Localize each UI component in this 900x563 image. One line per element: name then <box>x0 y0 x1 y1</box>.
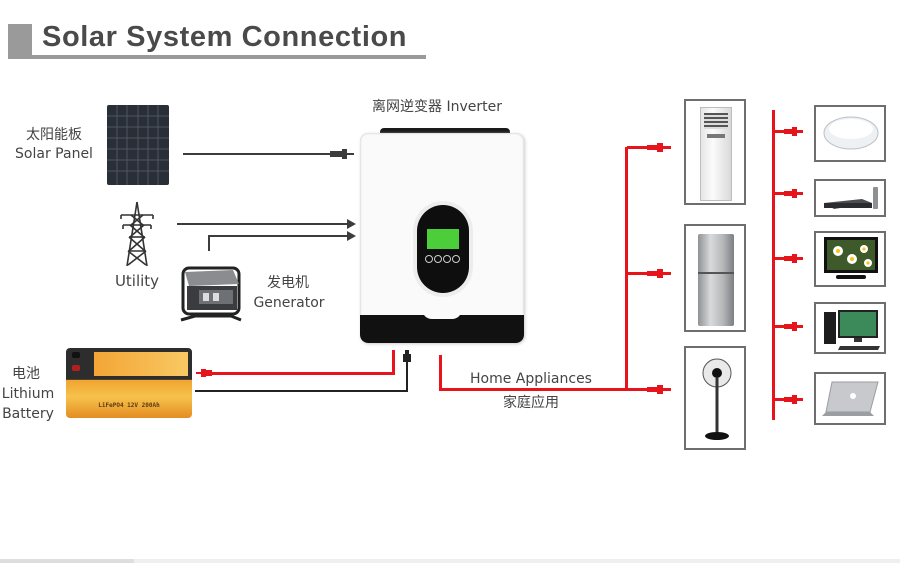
generator-label-en: Generator <box>253 295 325 311</box>
arrow-right-icon <box>347 231 356 241</box>
appliance-refrigerator <box>684 224 746 332</box>
inverter-button[interactable] <box>443 255 451 263</box>
lithium-battery: LiFePO4 12V 200Ah <box>66 348 192 418</box>
lcd-display <box>427 229 459 249</box>
battery-label-en-line1: Lithium <box>1 386 55 402</box>
generator-input-wire-vertical <box>208 235 210 251</box>
plug-icon <box>627 143 671 152</box>
plug-icon <box>774 395 803 404</box>
utility-input-wire <box>177 223 351 225</box>
appliance-desktop-computer <box>814 302 886 354</box>
generator-icon <box>180 266 242 322</box>
battery-negative-wire <box>195 390 408 392</box>
battery-positive-wire-vertical <box>392 350 395 374</box>
header-underline <box>8 55 426 59</box>
battery-model-text: LiFePO4 12V 200Ah <box>98 402 160 409</box>
home-appliances-label-en: Home Appliances <box>470 371 592 387</box>
laptop-icon <box>822 381 879 416</box>
appliance-bus-right <box>772 110 775 420</box>
header-accent-bar <box>8 24 32 58</box>
appliance-television <box>814 231 886 287</box>
battery-terminal <box>72 365 80 371</box>
battery-label-cn: 电池 <box>12 366 40 382</box>
battery-positive-wire <box>206 372 395 375</box>
inverter-button[interactable] <box>425 255 433 263</box>
plug-icon <box>774 254 803 263</box>
inverter-body <box>360 133 524 343</box>
utility-tower-icon <box>120 201 154 267</box>
inverter-mount-bracket <box>380 128 510 136</box>
plug-icon <box>403 350 411 362</box>
solar-panel-label-en: Solar Panel <box>15 146 93 162</box>
desktop-computer-icon <box>824 310 880 350</box>
inverter-label: 离网逆变器 Inverter <box>372 99 502 115</box>
appliance-dvd-player <box>814 179 886 217</box>
battery-negative-wire-vertical <box>406 352 408 392</box>
refrigerator-icon <box>698 234 734 326</box>
inverter-button[interactable] <box>452 255 460 263</box>
plug-icon <box>774 127 803 136</box>
inverter-button[interactable] <box>434 255 442 263</box>
air-conditioner-icon <box>700 107 732 201</box>
inverter-base <box>360 315 524 343</box>
appliance-laptop <box>814 372 886 425</box>
horizontal-scrollbar-thumb[interactable] <box>0 559 134 563</box>
plug-icon <box>627 269 671 278</box>
ceiling-light-icon <box>823 116 879 150</box>
appliance-air-conditioner <box>684 99 746 205</box>
solar-panel-label-cn: 太阳能板 <box>26 127 82 143</box>
ac-output-wire <box>439 388 651 391</box>
plug-icon <box>627 385 671 394</box>
solar-input-wire <box>183 153 338 155</box>
inverter-control-panel <box>417 205 469 293</box>
generator-input-wire <box>208 235 351 237</box>
appliance-bus-left <box>625 147 628 391</box>
dvd-player-icon <box>824 187 878 209</box>
plug-icon <box>774 189 803 198</box>
arrow-right-icon <box>347 219 356 229</box>
television-icon <box>824 237 878 279</box>
page-title: Solar System Connection <box>42 21 408 53</box>
plug-icon <box>774 322 803 331</box>
utility-label: Utility <box>114 272 160 290</box>
generator-label-cn: 发电机 <box>267 275 309 291</box>
plug-icon <box>330 149 354 159</box>
home-appliances-label-cn: 家庭应用 <box>503 395 559 411</box>
solar-panel-icon <box>107 105 169 185</box>
appliance-standing-fan <box>684 346 746 450</box>
battery-label-en-line2: Battery <box>2 406 54 422</box>
appliance-ceiling-light <box>814 105 886 162</box>
plug-icon <box>196 369 212 377</box>
standing-fan-icon <box>702 358 732 440</box>
battery-terminal <box>72 352 80 358</box>
horizontal-scrollbar-track[interactable] <box>0 559 900 563</box>
ac-output-wire-vertical <box>439 355 442 391</box>
